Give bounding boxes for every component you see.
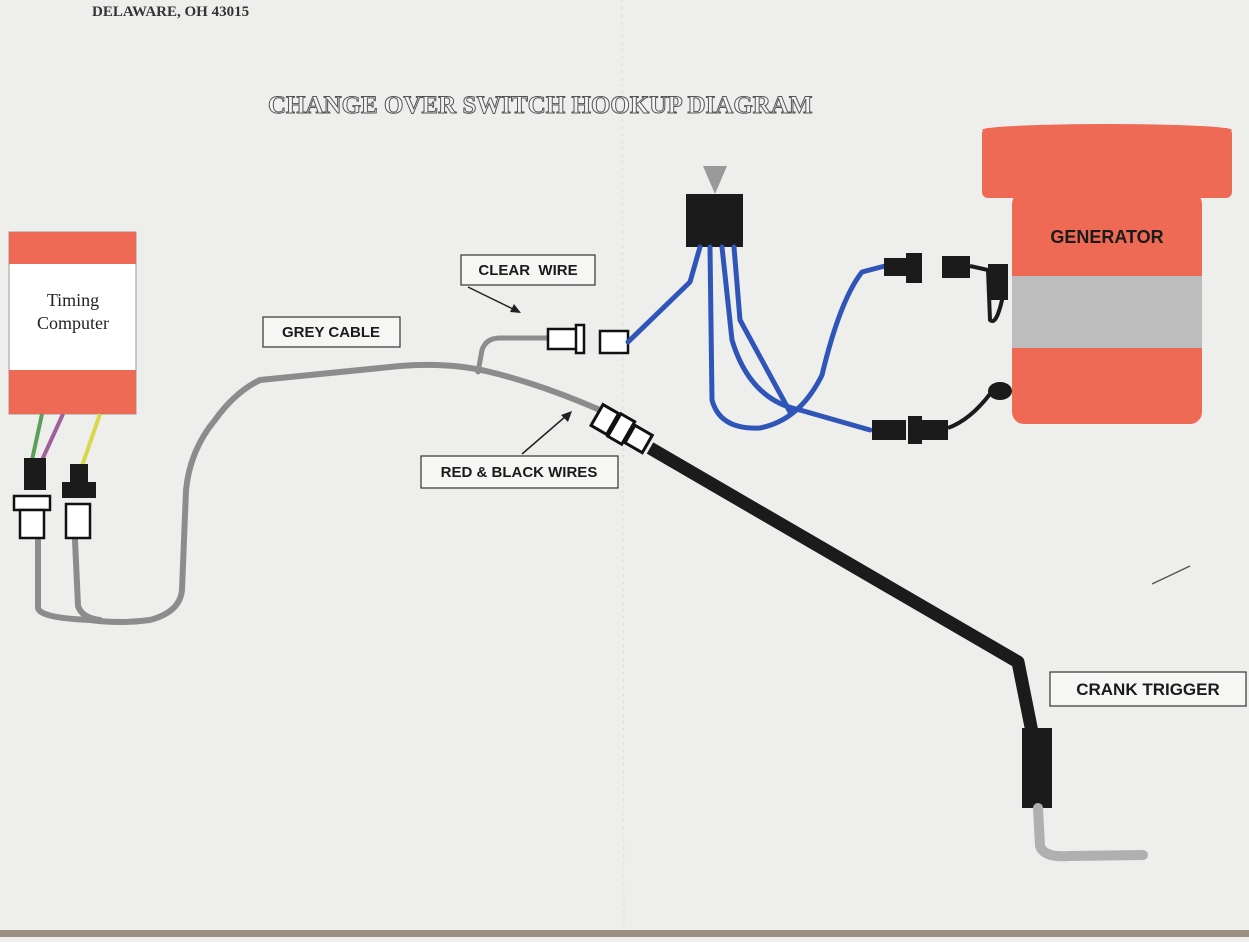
grey-cable-label-box: GREY CABLE [262, 316, 401, 348]
red-black-connector [588, 402, 655, 455]
timing-computer [8, 231, 137, 415]
switch-toggle [703, 166, 727, 194]
crank-trigger-label-box: CRANK TRIGGER [1049, 671, 1247, 707]
paper-fold-line [621, 0, 625, 938]
computer-connector-left [12, 458, 52, 540]
crank-trigger-cable [646, 442, 1041, 744]
red-black-arrow [521, 415, 567, 455]
grey-cable-branch [72, 537, 103, 623]
clear-wire-label-box: CLEAR WIRE [460, 254, 596, 286]
diagram-title: CHANGE OVER SWITCH HOOKUP DIAGRAM [268, 92, 812, 119]
paper-bottom-edge [0, 930, 1249, 937]
pen-mark [1151, 565, 1191, 585]
timing-computer-label-1: Timing [47, 290, 99, 310]
clear-wire-connector [546, 323, 630, 355]
timing-computer-label-2: Computer [37, 313, 109, 333]
grey-cable-label: GREY CABLE [282, 324, 380, 341]
generator-label: GENERATOR [1050, 227, 1163, 247]
generator-connector-lower [872, 382, 1012, 444]
clear-wire-arrowhead [510, 304, 521, 313]
crank-trigger-sensor [1022, 728, 1052, 808]
generator [982, 124, 1232, 424]
red-black-wires-label-box: RED & BLACK WIRES [420, 455, 619, 489]
green-wire [30, 413, 44, 461]
red-black-wires-label: RED & BLACK WIRES [441, 464, 598, 481]
crank-trigger-label: CRANK TRIGGER [1076, 680, 1220, 699]
red-black-arrowhead [561, 411, 572, 422]
generator-connector-upper [884, 253, 1008, 323]
clear-wire-label: CLEAR WIRE [478, 262, 577, 279]
yellow-wire [80, 413, 102, 467]
change-over-switch [686, 194, 743, 247]
crank-trigger-lead [1033, 803, 1148, 862]
clear-wire-arrow [467, 286, 516, 311]
clear-wire [475, 335, 553, 375]
computer-connector-right [62, 464, 96, 540]
purple-wire [40, 413, 65, 461]
blue-wires [625, 244, 888, 433]
address-text: DELAWARE, OH 43015 [92, 4, 249, 20]
